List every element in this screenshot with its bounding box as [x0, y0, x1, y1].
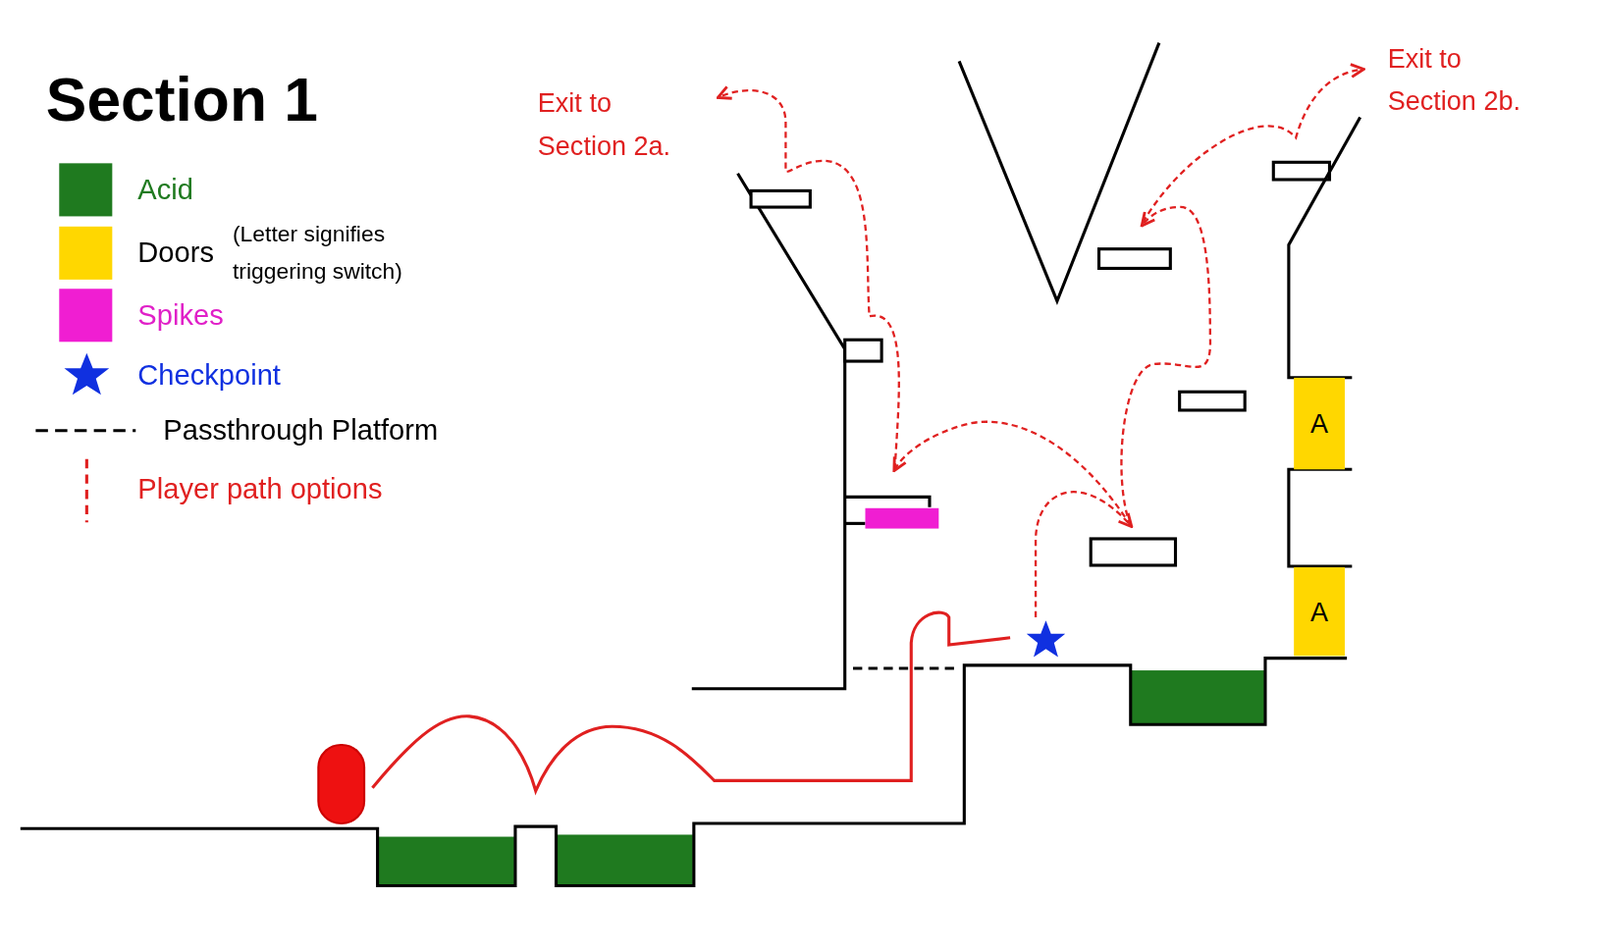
- legend-text: Spikes: [137, 297, 223, 334]
- legend-text: Passthrough Platform: [162, 412, 438, 449]
- legend-swatch: [58, 226, 112, 280]
- legend-text: Doors: [137, 234, 214, 271]
- door-letter: A: [1310, 408, 1329, 439]
- door-letter: A: [1310, 596, 1329, 628]
- diagram-title: Section 1: [46, 62, 319, 137]
- legend-text: Acid: [137, 171, 194, 209]
- door-block: A: [1293, 567, 1345, 656]
- legend-text: Checkpoint: [137, 357, 281, 394]
- exit-label: Exit to Section 2a.: [537, 81, 692, 167]
- exit-label: Exit to Section 2b.: [1387, 36, 1542, 122]
- legend-swatch: [58, 162, 112, 216]
- legend-swatch: [58, 288, 112, 342]
- legend-text: Player path options: [137, 471, 382, 508]
- door-block: A: [1293, 377, 1345, 471]
- legend-note: (Letter signifies triggering switch): [232, 215, 452, 290]
